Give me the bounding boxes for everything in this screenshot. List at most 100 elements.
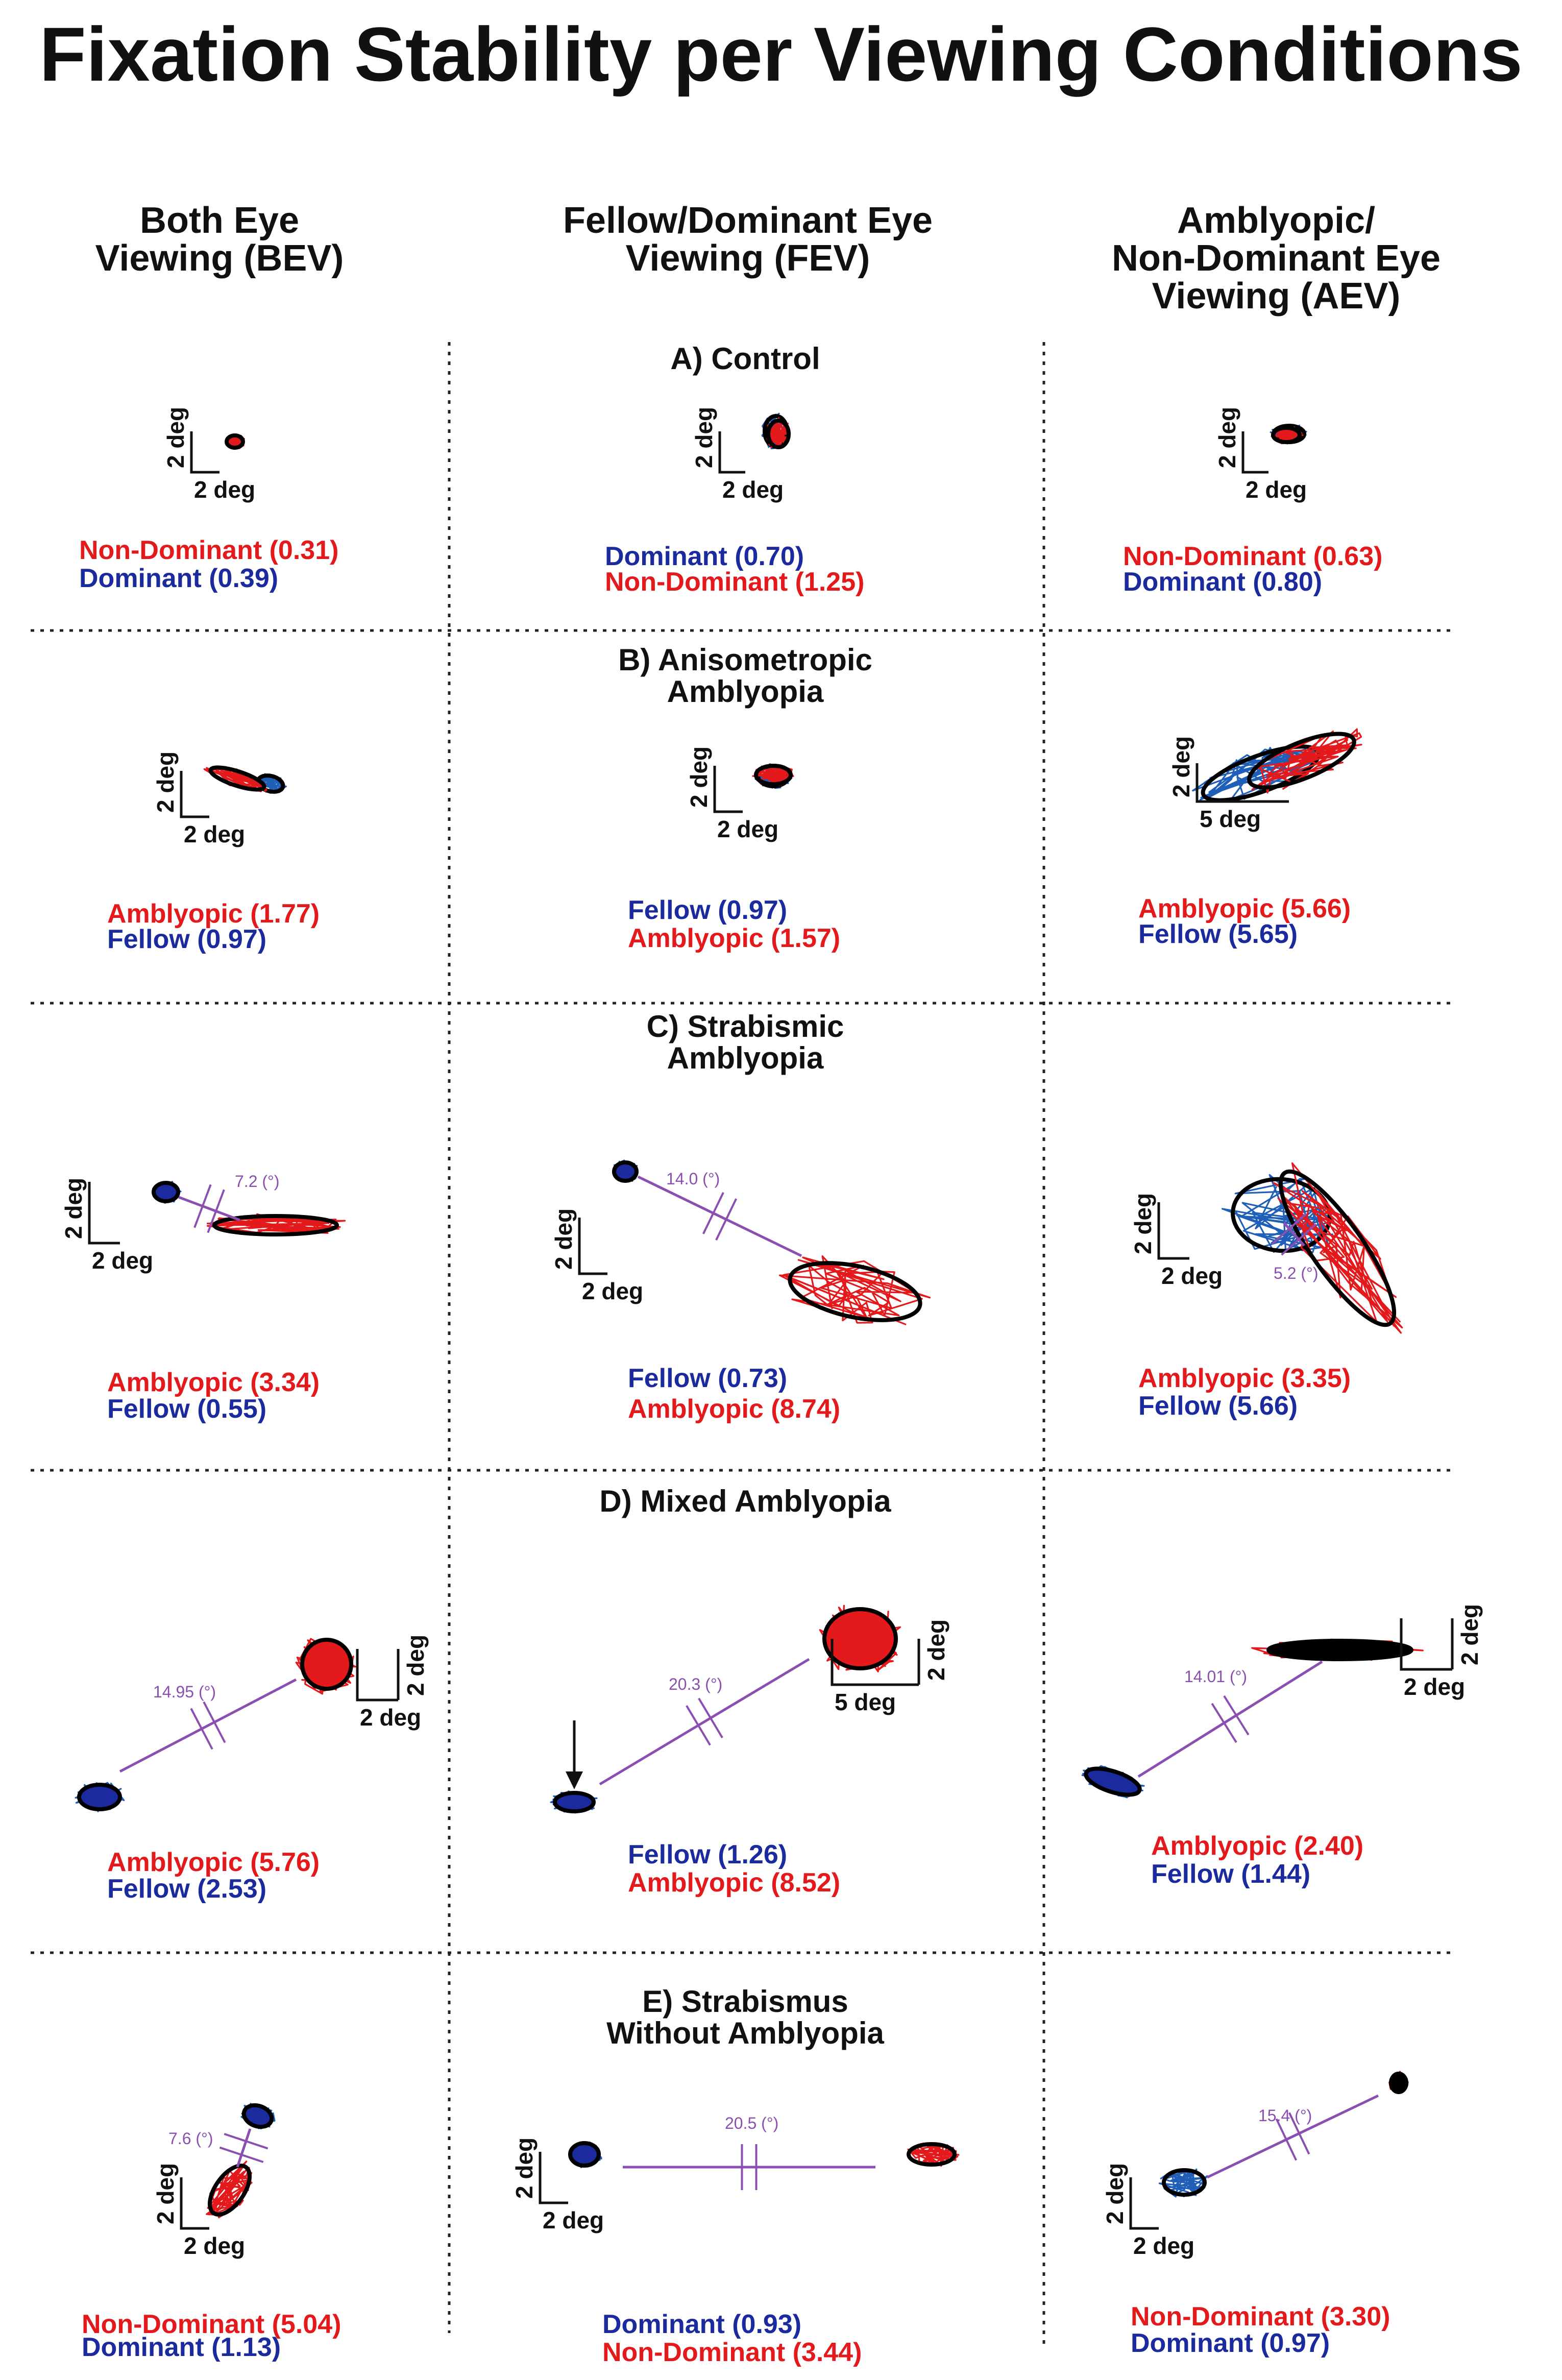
angle-label: 14.0 (°) <box>666 1170 720 1188</box>
offset-break-mark <box>190 1708 213 1750</box>
scale-bar <box>1195 763 1289 803</box>
offset-break-mark <box>219 2146 264 2163</box>
e-bev-nondominant-bcea-ellipse <box>207 2164 252 2217</box>
scale-bar <box>539 2152 568 2204</box>
value-label: Fellow (2.53) <box>107 1874 267 1904</box>
scale-label-vertical: 2 deg <box>550 1208 577 1270</box>
scale-label-vertical: 2 deg <box>1456 1604 1483 1665</box>
section-title-strabismus-no-amblyopia: E) Strabismus Without Amblyopia <box>606 1984 884 2050</box>
offset-break-mark <box>193 1184 212 1228</box>
value-label: Fellow (0.73) <box>628 1364 788 1393</box>
angle-label: 15.4 (°) <box>1258 2106 1312 2125</box>
scale-label-vertical: 2 deg <box>1214 407 1240 468</box>
scale-bar <box>1400 1618 1452 1671</box>
scale-bar <box>190 431 219 474</box>
scale-label-horizontal: 2 deg <box>194 476 255 503</box>
scale-bar <box>356 1649 398 1702</box>
angle-label: 14.95 (°) <box>153 1683 216 1701</box>
d-bev-fellow-bcea-ellipse <box>77 1783 122 1811</box>
scale-bar <box>718 431 745 474</box>
d-aev-offset-line <box>1137 1660 1323 1778</box>
value-label: Non-Dominant (1.25) <box>605 567 865 597</box>
angle-label: 5.2 (°) <box>1274 1264 1318 1282</box>
e-fev-nondominant-fixation-trace <box>907 2143 960 2167</box>
scale-bar <box>180 771 209 818</box>
d-aev-amblyopic-bcea-ellipse <box>1266 1639 1413 1661</box>
offset-break-mark <box>1275 2118 1298 2161</box>
c-aev-amblyopic-bcea-ellipse <box>1278 1169 1397 1327</box>
value-label: Fellow (1.44) <box>1151 1859 1311 1889</box>
value-label: Amblyopic (3.35) <box>1138 1364 1351 1393</box>
section-title-control: A) Control <box>670 342 820 376</box>
d-aev-fellow-bcea-ellipse <box>1084 1766 1142 1797</box>
arrow-head-icon <box>566 1771 583 1789</box>
scale-label-vertical: 2 deg <box>511 2138 538 2199</box>
scale-label-horizontal: 2 deg <box>1133 2232 1194 2259</box>
scale-label-vertical: 2 deg <box>1168 736 1194 797</box>
scale-label-vertical: 2 deg <box>1102 2163 1128 2224</box>
offset-break-mark <box>1223 1695 1250 1736</box>
c-bev-fellow-bcea-ellipse <box>152 1181 180 1203</box>
offset-break-mark <box>207 1189 225 1233</box>
value-label: Amblyopic (5.76) <box>107 1848 320 1877</box>
value-label: Dominant (0.39) <box>79 564 279 593</box>
d-fev-amblyopic-bcea-ellipse <box>822 1607 898 1670</box>
b-fev-amblyopic-bcea-ellipse <box>754 764 793 786</box>
offset-break-mark <box>715 1198 738 1241</box>
scale-bar <box>713 766 743 813</box>
scale-bar <box>1129 2177 1159 2230</box>
e-aev-dominant-fixation-trace <box>1158 2168 1208 2198</box>
scale-label-horizontal: 2 deg <box>717 816 778 842</box>
value-label: Amblyopic (8.74) <box>628 1394 841 1424</box>
scale-label-horizontal: 2 deg <box>360 1704 421 1731</box>
column-header-fev: Fellow/Dominant Eye Viewing (FEV) <box>563 200 933 279</box>
scale-label-vertical: 2 deg <box>691 407 717 468</box>
value-label: Amblyopic (1.57) <box>628 924 841 953</box>
value-label: Non-Dominant (0.31) <box>79 536 339 565</box>
scale-bar <box>1157 1202 1189 1260</box>
c-bev-offset-line <box>178 1196 240 1222</box>
value-label: Fellow (1.26) <box>628 1840 788 1869</box>
angle-label: 20.3 (°) <box>669 1675 722 1693</box>
b-aev-amblyopic-bcea-ellipse <box>1247 732 1356 790</box>
scale-label-horizontal: 5 deg <box>1200 806 1261 832</box>
a-fev-nondominant-bcea-ellipse <box>766 419 791 449</box>
e-aev-offset-line <box>1206 2094 1379 2179</box>
scale-label-vertical: 2 deg <box>402 1635 429 1696</box>
value-label: Dominant (0.70) <box>605 542 804 571</box>
section-title-mixed: D) Mixed Amblyopia <box>599 1484 891 1518</box>
d-fev-fellow-bcea-ellipse <box>553 1791 596 1813</box>
scale-label-horizontal: 2 deg <box>184 821 245 847</box>
offset-break-mark <box>702 1192 724 1234</box>
c-fev-amblyopic-bcea-ellipse <box>788 1261 922 1322</box>
angle-label: 7.6 (°) <box>168 2129 213 2148</box>
scale-label-vertical: 2 deg <box>60 1178 87 1239</box>
scale-bar <box>1241 431 1268 474</box>
figure-title: Fixation Stability per Viewing Condition… <box>39 11 1523 97</box>
e-aev-nondominant-bcea-ellipse <box>1389 2072 1408 2094</box>
offset-break-mark <box>1211 1703 1237 1743</box>
b-bev-amblyopic-fixation-trace <box>203 766 267 792</box>
value-label: Non-Dominant (3.44) <box>602 2338 862 2367</box>
scale-label-horizontal: 2 deg <box>1161 1262 1223 1289</box>
column-header-aev: Amblyopic/ Non-Dominant Eye Viewing (AEV… <box>1111 200 1441 317</box>
value-label: Fellow (5.66) <box>1138 1391 1298 1421</box>
value-label: Non-Dominant (3.30) <box>1131 2302 1390 2332</box>
scale-label-vertical: 2 deg <box>1130 1193 1156 1254</box>
b-bev-amblyopic-bcea-ellipse <box>208 765 266 792</box>
scale-label-horizontal: 2 deg <box>1404 1673 1465 1700</box>
d-bev-offset-line <box>119 1678 297 1773</box>
value-label: Amblyopic (1.77) <box>107 899 320 929</box>
offset-break-mark <box>1288 2112 1310 2155</box>
value-label: Amblyopic (8.52) <box>628 1868 841 1898</box>
c-bev-amblyopic-bcea-ellipse <box>212 1214 339 1236</box>
scale-bar <box>180 2177 209 2230</box>
scale-bar <box>88 1182 120 1245</box>
d-bev-amblyopic-bcea-ellipse <box>300 1638 353 1691</box>
a-bev-nondominant-bcea-ellipse <box>225 433 245 450</box>
scale-bar <box>831 1639 919 1686</box>
angle-label: 14.01 (°) <box>1184 1667 1247 1686</box>
e-fev-nondominant-bcea-ellipse <box>907 2142 957 2167</box>
e-bev-dominant-bcea-ellipse <box>241 2103 274 2129</box>
